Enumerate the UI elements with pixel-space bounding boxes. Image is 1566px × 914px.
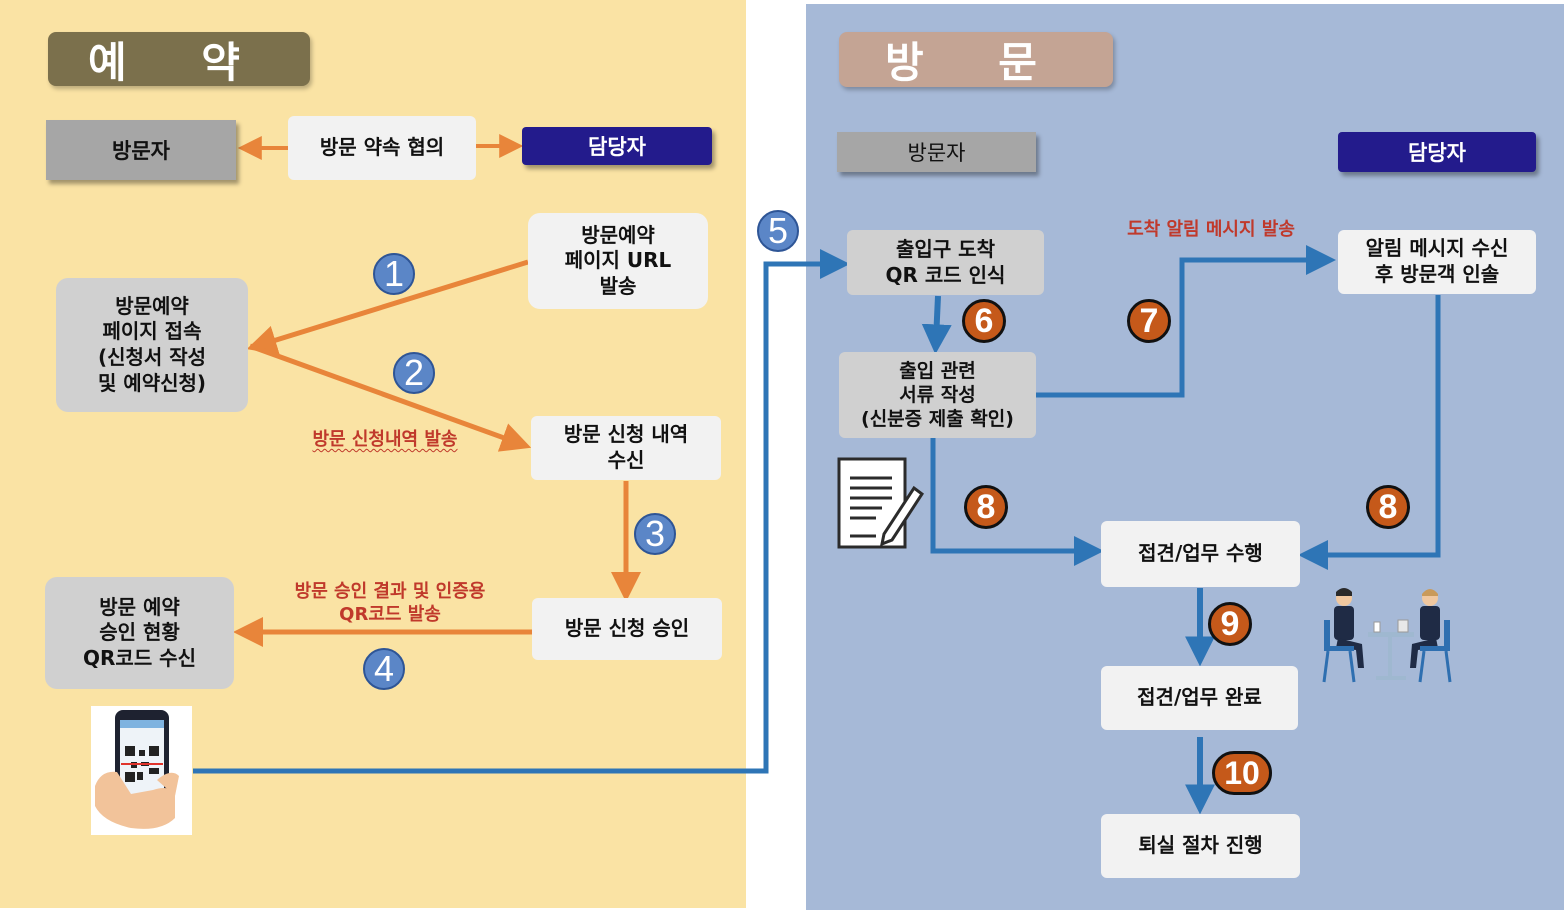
arrow-step2 <box>249 343 532 452</box>
phone-qr-icon <box>91 706 192 835</box>
agreement-box: 방문 약속 협의 <box>288 116 476 180</box>
request-receive-box: 방문 신청 내역 수신 <box>531 416 721 480</box>
step-8-marker-right: 8 <box>1366 485 1410 529</box>
step-6-marker: 6 <box>962 299 1006 343</box>
step-7-marker: 7 <box>1127 299 1171 343</box>
visit-staff-label: 담당자 <box>1338 132 1536 172</box>
arrow-step6 <box>921 295 952 355</box>
meeting-people-icon <box>1318 584 1456 686</box>
note-qr-sent: 방문 승인 결과 및 인증용 QR코드 발송 <box>294 581 486 626</box>
exit-box: 퇴실 절차 진행 <box>1101 814 1300 878</box>
url-send-box: 방문예약 페이지 URL 발송 <box>528 213 708 309</box>
approval-status-box: 방문 예약 승인 현황 QR코드 수신 <box>45 577 234 689</box>
meeting-box: 접견/업무 수행 <box>1101 521 1300 587</box>
document-pen-icon <box>836 456 925 550</box>
step-3-marker: 3 <box>634 513 676 555</box>
documents-box: 출입 관련 서류 작성 (신분증 제출 확인) <box>839 352 1036 438</box>
note-arrival-sent: 도착 알림 메시지 발송 <box>1127 219 1295 240</box>
arrow-step1 <box>246 259 529 355</box>
page-access-box: 방문예약 페이지 접속 (신청서 작성 및 예약신청) <box>56 278 248 412</box>
visit-visitor-label: 방문자 <box>837 132 1036 172</box>
note-request-sent: 방문 신청내역 발송 <box>312 429 458 450</box>
request-approve-box: 방문 신청 승인 <box>532 598 722 660</box>
meeting-complete-box: 접견/업무 완료 <box>1101 666 1298 730</box>
step-2-marker: 2 <box>393 352 435 394</box>
arrow-step5 <box>193 249 850 774</box>
step-8-marker-left: 8 <box>964 485 1008 529</box>
reservation-visitor-label: 방문자 <box>46 120 236 180</box>
step-9-marker: 9 <box>1208 602 1252 646</box>
step-10-marker: 10 <box>1212 751 1272 795</box>
reservation-staff-label: 담당자 <box>522 127 712 165</box>
arrow-step7 <box>1036 245 1336 398</box>
step-4-marker: 4 <box>363 648 405 690</box>
step-1-marker: 1 <box>373 253 415 295</box>
notification-box: 알림 메시지 수신 후 방문객 인솔 <box>1338 230 1536 294</box>
arrow-step8-right <box>1298 295 1441 570</box>
step-5-marker: 5 <box>757 210 799 252</box>
arrow-step8-left <box>930 438 1104 566</box>
arrival-qr-box: 출입구 도착 QR 코드 인식 <box>847 230 1044 295</box>
visit-title: 방 문 <box>839 32 1113 87</box>
reservation-title: 예 약 <box>48 32 310 87</box>
